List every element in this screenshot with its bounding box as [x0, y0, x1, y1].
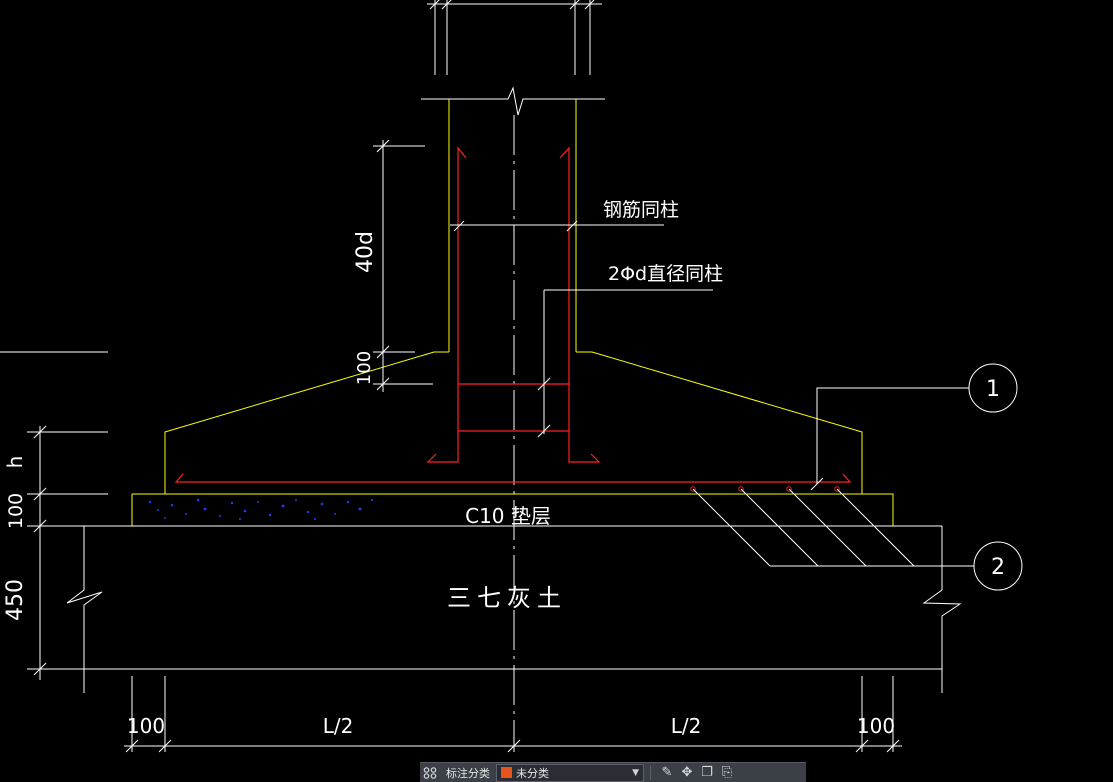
cushion-layer-label: C10 垫层 — [465, 504, 551, 528]
dim-100-bottom-right-label: 100 — [857, 714, 895, 738]
dim-450-label: 450 — [3, 579, 28, 621]
rebar-note: 钢筋同柱 — [603, 199, 679, 221]
dim-40d-label: 40d — [353, 231, 378, 273]
callout-2-label: 2 — [991, 555, 1005, 580]
stirrup-note: 2Φd直径同柱 — [608, 263, 723, 285]
dim-l2-right-label: L/2 — [671, 714, 702, 738]
lime-soil-label: 三七灰土 — [447, 584, 567, 612]
column-rebars — [174, 146, 852, 483]
dim-l2-left-label: L/2 — [323, 714, 354, 738]
callout-1-label: 1 — [986, 377, 1000, 402]
column-break-line — [421, 86, 605, 116]
left-dimensions — [0, 139, 433, 680]
dim-h-label: h — [3, 456, 27, 469]
dim-100-left-label: 100 — [5, 493, 27, 529]
category-value: 未分类 — [516, 766, 549, 780]
bottom-dimensions — [124, 676, 902, 753]
column-top-dimension — [427, 0, 602, 75]
callout-circle-2 — [973, 541, 1023, 591]
annotation-category-label: 标注分类 — [446, 766, 490, 780]
dim-100-upper-label: 100 — [354, 351, 375, 385]
dim-100-bottom-left-label: 100 — [127, 714, 165, 738]
toolbar-divider — [650, 765, 651, 780]
layout-icon[interactable] — [420, 764, 440, 782]
copy-icon[interactable]: ❐ — [701, 765, 713, 780]
paste-icon[interactable]: ⎘ — [721, 765, 733, 780]
leader-lines — [450, 220, 974, 567]
callout-circle-1 — [968, 363, 1018, 413]
soil-layer-outline — [66, 525, 962, 693]
edit-icon[interactable]: ✎ — [661, 765, 673, 780]
category-dropdown[interactable]: 未分类 ▼ — [496, 763, 644, 782]
annotation-toolbar: 标注分类 未分类 ▼ ✎ ✥ ❐ ⎘ — [420, 762, 806, 782]
category-color-swatch — [501, 767, 512, 778]
bottom-rebar-dots — [690, 486, 840, 492]
cushion-hatch — [148, 498, 374, 520]
chevron-down-icon: ▼ — [632, 767, 639, 778]
move-icon[interactable]: ✥ — [681, 765, 693, 780]
